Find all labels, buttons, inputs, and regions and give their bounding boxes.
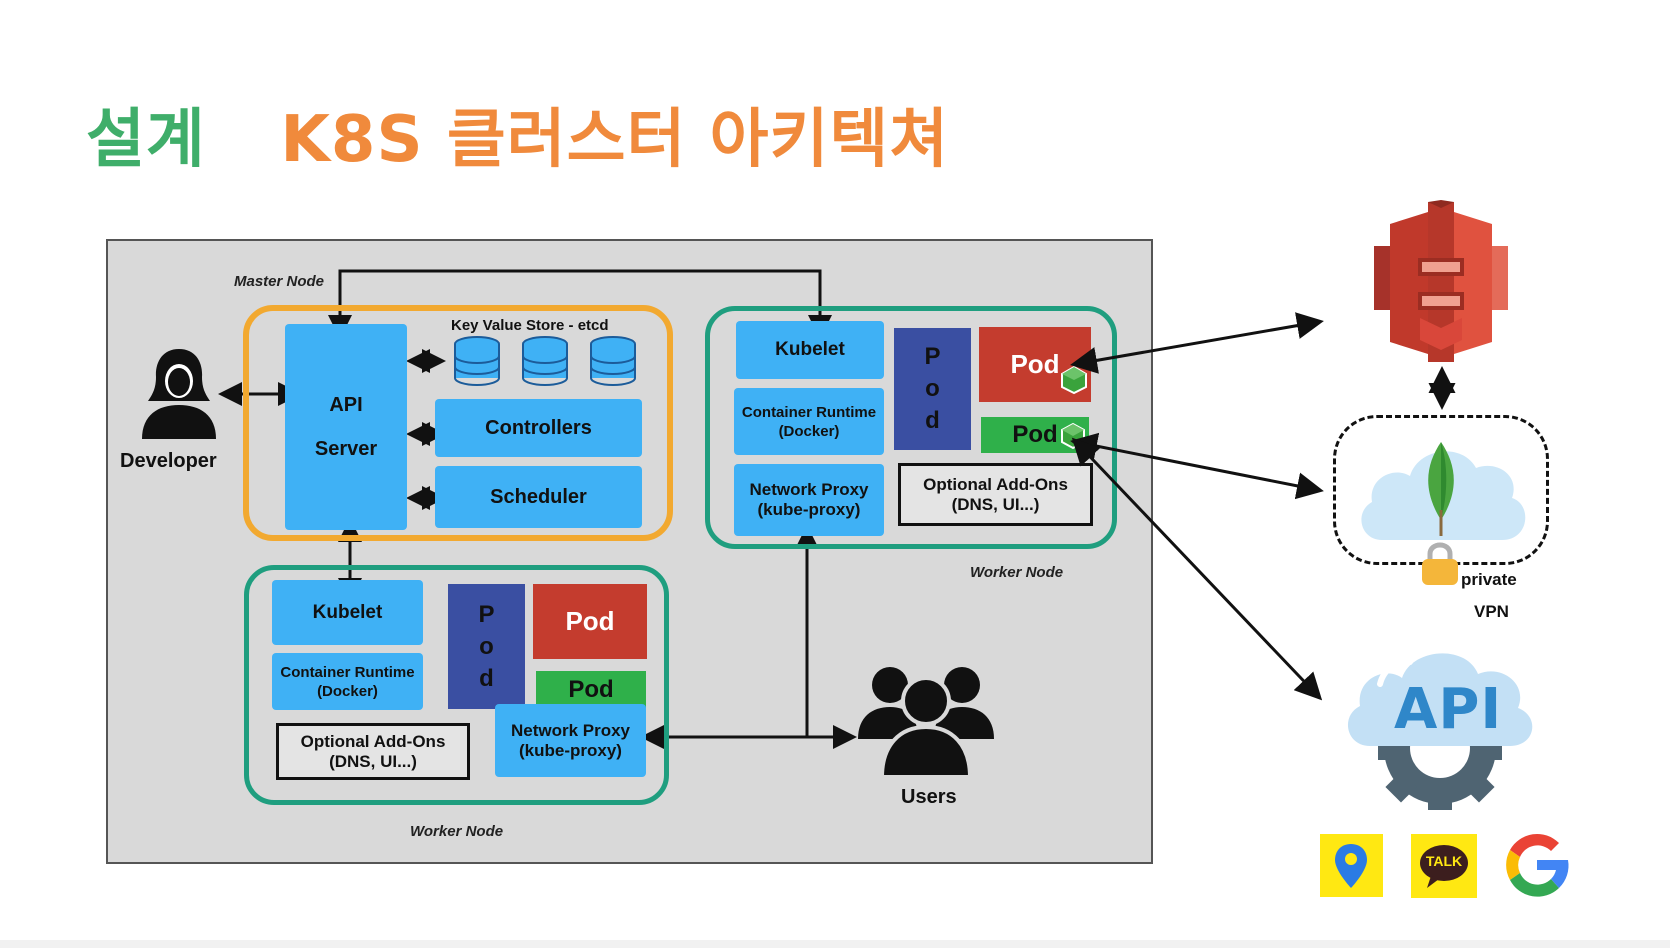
worker-node-label-bottom: Worker Node bbox=[410, 823, 504, 840]
pod-column-letter: o bbox=[925, 375, 940, 402]
database-icon bbox=[454, 336, 500, 386]
users-label: Users bbox=[901, 786, 957, 808]
kakao-talk-icon: TALK bbox=[1411, 834, 1477, 898]
pod-column-letter: P bbox=[478, 600, 495, 628]
bottom-strip bbox=[0, 940, 1670, 948]
api-gear-icon bbox=[1347, 653, 1533, 810]
vpn-label: VPN bbox=[1474, 602, 1509, 621]
pod-column-top: P o d bbox=[894, 328, 971, 450]
scheduler: Scheduler bbox=[435, 466, 642, 528]
kakao-talk-text: TALK bbox=[1425, 853, 1463, 869]
master-node bbox=[243, 305, 673, 541]
pod-column-letter: d bbox=[925, 407, 940, 434]
worker-node-top bbox=[705, 306, 1117, 549]
controllers: Controllers bbox=[435, 399, 642, 457]
master-node-label: Master Node bbox=[234, 273, 325, 290]
database-icon bbox=[522, 336, 568, 386]
kubelet-top: Kubelet bbox=[736, 321, 884, 379]
title-part2: K8S 클러스터 아키텍쳐 bbox=[280, 103, 950, 177]
developer-label: Developer bbox=[120, 450, 217, 472]
mongodb-leaf-icon bbox=[1428, 442, 1454, 536]
private-label: private bbox=[1461, 570, 1517, 589]
kubelet-bottom: Kubelet bbox=[272, 580, 423, 645]
network-proxy-bottom: Network Proxy (kube-proxy) bbox=[495, 704, 646, 777]
pod-column-letter: d bbox=[479, 664, 494, 692]
optional-addons-top: Optional Add-Ons (DNS, UI...) bbox=[898, 463, 1093, 526]
optional-addons-bottom: Optional Add-Ons (DNS, UI...) bbox=[276, 723, 470, 780]
etcd-database-icons bbox=[454, 336, 636, 386]
speech-bubble-icon bbox=[1420, 845, 1468, 888]
architecture-diagram: Master Node API Server Key Value Store -… bbox=[106, 239, 1153, 864]
title-part1: 설계 bbox=[86, 103, 206, 177]
etcd-label: Key Value Store - etcd bbox=[451, 317, 609, 334]
api-server: API Server bbox=[285, 324, 407, 530]
pod-red-bottom: Pod bbox=[533, 584, 647, 659]
pod-column-letter: o bbox=[479, 632, 494, 660]
container-runtime-top: Container Runtime (Docker) bbox=[734, 388, 884, 455]
aws-s3-icon bbox=[1374, 200, 1508, 362]
network-proxy-top: Network Proxy (kube-proxy) bbox=[734, 464, 884, 536]
google-icon bbox=[1506, 833, 1569, 897]
kakao-map-icon bbox=[1320, 834, 1383, 897]
users-icon bbox=[858, 667, 994, 779]
pod-column-letter: P bbox=[924, 343, 941, 370]
developer-icon bbox=[142, 349, 216, 439]
lock-icon bbox=[1422, 542, 1458, 585]
pod-green-bottom: Pod bbox=[536, 671, 646, 709]
worker-node-bottom bbox=[244, 565, 669, 805]
pod-column-bottom: P o d bbox=[448, 584, 525, 709]
database-icon bbox=[590, 336, 636, 386]
page-title: 설계 K8S 클러스터 아키텍쳐 bbox=[86, 88, 949, 180]
map-pin-icon bbox=[1335, 844, 1367, 888]
container-runtime-bottom: Container Runtime (Docker) bbox=[272, 653, 423, 710]
worker-node-label-top: Worker Node bbox=[970, 564, 1064, 581]
api-logo-text: API bbox=[1394, 677, 1503, 742]
